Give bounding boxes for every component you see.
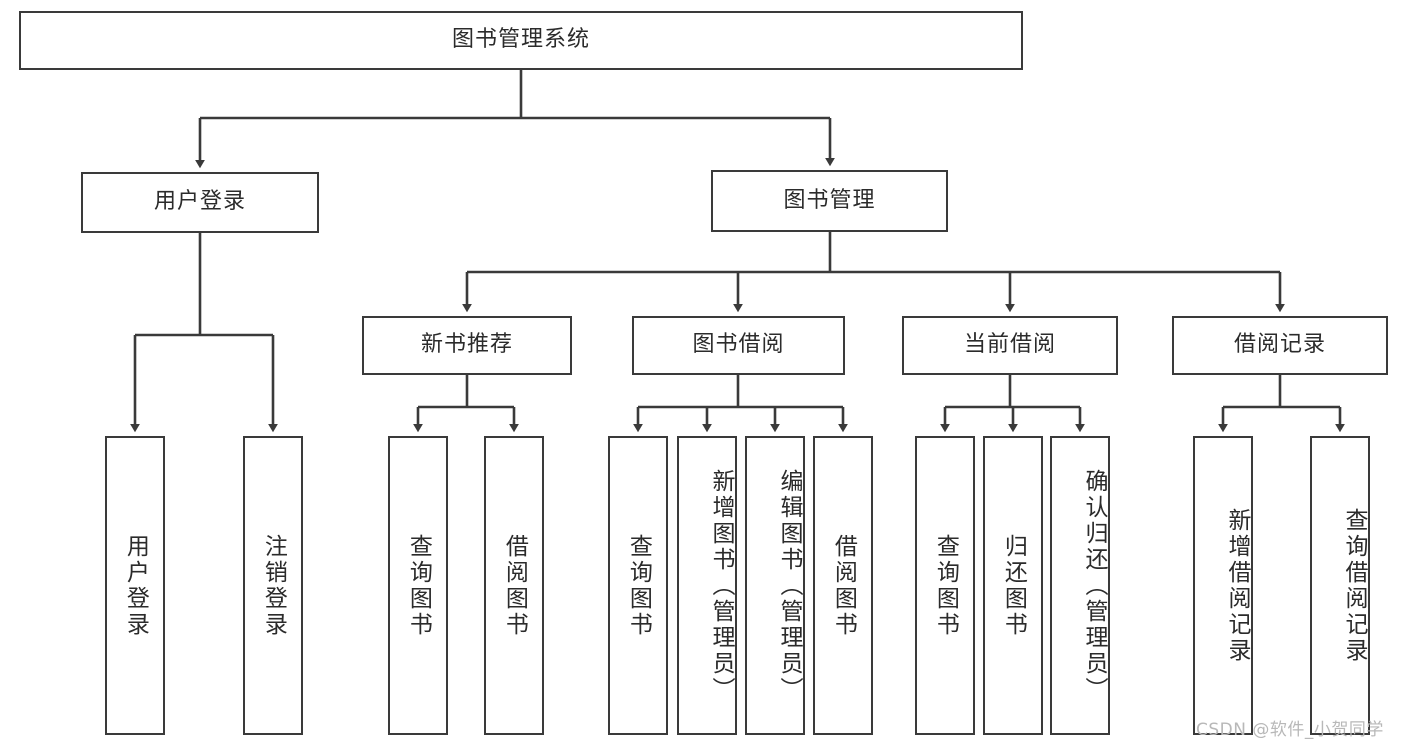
node-level2-book-manage[interactable]: 图书管理 <box>711 170 948 232</box>
node-leaf-add-book-admin[interactable]: 新增图书（管理员） <box>677 436 737 735</box>
watermark-csdn: CSDN @软件_小贺同学 <box>1196 720 1384 740</box>
node-leaf-edit-book-admin[interactable]: 编辑图书（管理员） <box>745 436 805 735</box>
node-leaf-borrow-book-new[interactable]: 借阅图书 <box>484 436 544 735</box>
node-leaf-confirm-return-admin[interactable]: 确认归还（管理员） <box>1050 436 1110 735</box>
node-leaf-return-book[interactable]: 归还图书 <box>983 436 1043 735</box>
node-leaf-query-borrow-record[interactable]: 查询借阅记录 <box>1310 436 1370 735</box>
node-leaf-query-book-new[interactable]: 查询图书 <box>388 436 448 735</box>
node-level3-new-book-recommend[interactable]: 新书推荐 <box>362 316 572 375</box>
node-level3-borrow-records[interactable]: 借阅记录 <box>1172 316 1388 375</box>
node-level3-current-borrow[interactable]: 当前借阅 <box>902 316 1118 375</box>
node-root[interactable]: 图书管理系统 <box>19 11 1023 70</box>
node-level2-user-login[interactable]: 用户登录 <box>81 172 319 233</box>
node-leaf-query-book-current[interactable]: 查询图书 <box>915 436 975 735</box>
node-leaf-borrow-book[interactable]: 借阅图书 <box>813 436 873 735</box>
node-leaf-logout[interactable]: 注销登录 <box>243 436 303 735</box>
node-leaf-add-borrow-record[interactable]: 新增借阅记录 <box>1193 436 1253 735</box>
node-level3-book-borrow[interactable]: 图书借阅 <box>632 316 845 375</box>
node-leaf-user-login[interactable]: 用户登录 <box>105 436 165 735</box>
node-leaf-query-book-borrow[interactable]: 查询图书 <box>608 436 668 735</box>
